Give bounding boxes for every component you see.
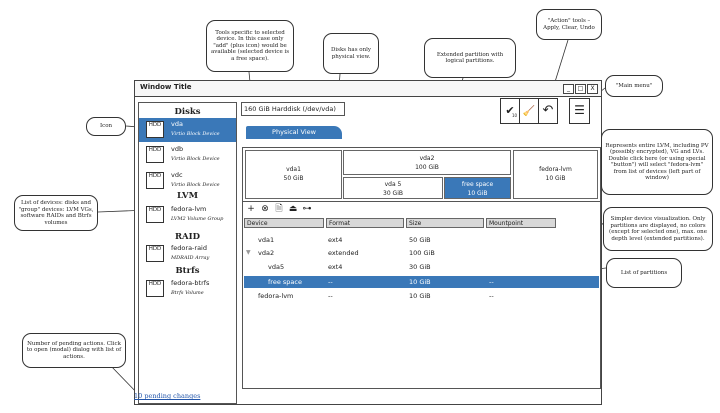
device-item-vda[interactable]: HDD vda Virtio Block Device [139,118,236,142]
device-item-vdc[interactable]: HDD vdc Virtio Block Device [139,169,236,193]
harddisk-icon: HDD [146,245,164,262]
note-partitions: List of partitions [606,258,682,288]
table-row[interactable]: ▼ vda2 extended 100 GiB [246,249,435,257]
hamburger-icon: ☰ [574,103,585,117]
device-item-fedora-raid[interactable]: HDD fedora-raid MDRAID Array [139,242,236,266]
note-extended: Extended partition with logical partitio… [424,38,516,78]
table-row-selected[interactable]: free space -- 10 GiB -- [244,276,599,288]
title-bar: Window Title _ □ X [135,81,601,97]
column-header-mountpoint[interactable]: Mountpoint [486,218,556,228]
maximize-button[interactable]: □ [575,84,586,94]
device-name: vdc [171,171,183,179]
harddisk-icon: HDD [146,280,164,297]
group-heading-btrfs: Btrfs [175,266,200,276]
undo-icon: ↶ [542,103,554,118]
device-name: vda [171,120,183,128]
edit-icon[interactable]: 🗎 [275,204,283,214]
clear-button[interactable]: 🧹 [519,98,539,124]
key-icon[interactable]: ⊶ [302,204,312,214]
note-main-menu: "Main menu" [605,75,663,97]
column-header-size[interactable]: Size [406,218,484,228]
note-simpler: Simpler device visualization. Only parti… [603,207,713,251]
group-heading-disks: Disks [174,107,201,117]
device-item-fedora-lvm[interactable]: HDD fedora-lvm LVM2 Volume Group [139,203,236,227]
group-heading-raid: RAID [174,232,200,242]
device-subtitle: LVM2 Volume Group [171,216,224,222]
apply-count: 10 [512,113,518,118]
device-subtitle: MDRAID Array [171,255,210,261]
add-icon[interactable]: + [247,204,255,214]
note-device-list: List of devices: disks and "group" devic… [14,195,98,231]
device-subtitle: Btrfs Volume [171,290,204,296]
collapse-triangle-icon[interactable]: ▼ [246,249,251,256]
tab-physical-view[interactable]: Physical View [246,126,342,139]
table-row[interactable]: vda1 ext4 50 GiB [258,236,431,244]
device-subtitle: Virtio Block Device [171,182,220,188]
table-row[interactable]: vda5 ext4 30 GiB [268,263,431,271]
minimize-button[interactable]: _ [563,84,574,94]
note-lvm: Represents entire LVM, including PV (pos… [601,129,713,195]
note-disks-view: Disks has only physical view. [323,33,379,74]
harddisk-icon: HDD [146,121,164,138]
window-title: Window Title [140,83,192,91]
harddisk-icon: HDD [146,206,164,223]
table-row[interactable]: fedora-lvm -- 10 GiB -- [258,292,494,300]
close-button[interactable]: X [587,84,598,94]
device-name: fedora-lvm [171,205,207,213]
device-item-vdb[interactable]: HDD vdb Virtio Block Device [139,143,236,167]
partition-panel: + ⊗ 🗎 ⏏ ⊶ Device Format Size Mountpoint … [242,201,601,389]
device-item-fedora-btrfs[interactable]: HDD fedora-btrfs Btrfs Volume [139,277,236,301]
unmount-icon[interactable]: ⏏ [288,204,298,214]
broom-icon: 🧹 [522,106,536,117]
column-header-device[interactable]: Device [244,218,324,228]
device-list: Disks HDD vda Virtio Block Device HDD vd… [138,102,237,404]
device-name: fedora-btrfs [171,279,210,287]
main-menu-button[interactable]: ☰ [569,98,590,124]
check-icon: ✔ [505,104,515,117]
pending-changes-link[interactable]: 10 pending changes [134,392,201,400]
device-name: fedora-raid [171,244,207,252]
undo-button[interactable]: ↶ [538,98,558,124]
column-header-format[interactable]: Format [326,218,404,228]
group-heading-lvm: LVM [177,191,198,201]
note-pending: Number of pending actions. Click to open… [22,333,126,368]
harddisk-icon: HDD [146,172,164,189]
delete-icon[interactable]: ⊗ [261,204,269,214]
apply-button[interactable]: ✔10 [500,98,520,124]
app-window: Window Title _ □ X Disks HDD vda Virtio … [134,80,602,405]
device-name: vdb [171,145,184,153]
harddisk-icon: HDD [146,146,164,163]
note-action-tools: "Action" tools – Apply, Clear, Undo [536,9,602,40]
device-subtitle: Virtio Block Device [171,131,220,137]
note-icon: Icon [86,117,126,136]
device-subtitle: Virtio Block Device [171,156,220,162]
device-title-field: 160 GiB Harddisk (/dev/vda) [241,102,345,116]
note-tools: Tools specific to selected device. In th… [206,20,294,72]
